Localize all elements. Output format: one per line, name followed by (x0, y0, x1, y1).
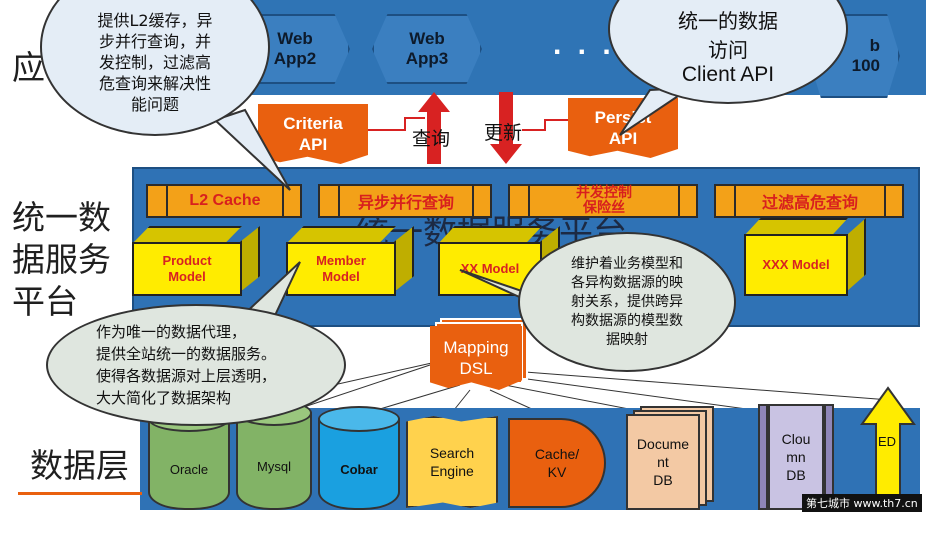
strip-label: 并发控制 保险丝 (576, 185, 632, 216)
watermark: 第七城市 www.th7.cn (802, 494, 922, 512)
datasource-label: Docume nt DB (636, 436, 690, 488)
layer-label-platform-3: 平台 (12, 282, 78, 321)
platform-strip-filter-risky-query: 过滤高危查询 (714, 184, 904, 218)
bubble-line: 构数据源的模型数 (571, 312, 683, 329)
app-label-line1: b (869, 36, 880, 55)
column-db: Clou mn DB (768, 404, 824, 510)
cache-kv-shape: Cache/ KV (508, 418, 606, 508)
search-engine-doc: Search Engine (406, 416, 498, 508)
platform-strip-concurrency-fuse: 并发控制 保险丝 (508, 184, 698, 218)
platform-strip-async-query: 异步并行查询 (318, 184, 492, 218)
app-label-line1: Web (277, 29, 313, 48)
layer-label-platform-2: 据服务 (12, 240, 111, 279)
strip-label: L2 Cache (189, 192, 261, 209)
api-label-line2: API (608, 129, 638, 148)
bubble-line: 维护着业务模型和 (571, 255, 683, 272)
model-label-line2: Model (168, 269, 206, 284)
bubble-line: 大大简化了数据架构 (96, 389, 232, 407)
model-label-line1: Product (162, 253, 212, 268)
strip-label: 过滤高危查询 (761, 193, 858, 212)
bubble-line: 各异构数据源的映 (571, 274, 683, 291)
bubble-line: 提供全站统一的数据服务。 (96, 345, 277, 363)
datasource-label: Mysql (257, 458, 291, 474)
query-arrow (418, 92, 450, 164)
model-label-line2: Model (322, 269, 360, 284)
bubble-line: 能问题 (130, 94, 179, 114)
layer-label-platform-1: 统一数 (12, 198, 111, 237)
model-label-line1: XX Model (460, 261, 520, 276)
api-label-line1: Criteria (283, 114, 343, 133)
member-model-cube: Member Model (286, 226, 414, 296)
bubble-line: 访问 (708, 38, 748, 62)
bubble-line: 提供L2缓存，异 (97, 10, 213, 30)
app-label-line2: App2 (273, 49, 317, 68)
update-label: 更新 (484, 122, 523, 144)
column-db-stack: Clou mn DB (758, 404, 834, 510)
update-arrow (490, 92, 522, 164)
app-label-line1: Web (409, 29, 445, 48)
bubble-line: 射关系，提供跨异 (571, 293, 683, 310)
app-box-webapp3: Web App3 (372, 14, 482, 84)
datasource-label: Oracle (169, 461, 209, 477)
bubble-line: 据映射 (606, 331, 648, 348)
api-label-line2: API (298, 135, 328, 154)
datasource-label: Cache/ KV (534, 446, 580, 480)
model-label-line1: XXX Model (762, 257, 830, 272)
bubble-line: Client API (681, 63, 775, 86)
bubble-bottom-left: 作为唯一的数据代理， 提供全站统一的数据服务。 使得各数据源对上层透明， 大大简… (46, 304, 346, 426)
document-db-stack: Docume nt DB (626, 406, 716, 510)
bubble-line: 统一的数据 (678, 9, 778, 33)
oracle-cylinder: Oracle (148, 406, 230, 510)
xx-model-cube: XX Model (438, 226, 560, 296)
bubble-line: 作为唯一的数据代理， (96, 323, 247, 341)
platform-strip-l2-cache: L2 Cache (146, 184, 302, 218)
bubble-line: 危查询来解决性 (98, 73, 211, 93)
criteria-api: Criteria API (258, 104, 368, 164)
bubble-middle-right: 维护着业务模型和 各异构数据源的映 射关系，提供跨异 构数据源的模型数 据映射 (518, 232, 736, 372)
document-db: Docume nt DB (626, 414, 700, 510)
datasource-label: Clou mn DB (781, 431, 811, 483)
datasource-label: Cobar (340, 461, 378, 477)
product-model-cube: Product Model (132, 226, 260, 296)
data-layer-underline (18, 492, 142, 495)
model-label-line1: Member (316, 253, 366, 268)
mapping-dsl-stack: Mapping DSL (430, 318, 530, 392)
mapping-dsl: Mapping DSL (430, 326, 522, 390)
layer-label-app: 应 (12, 48, 45, 87)
strip-label: 异步并行查询 (357, 193, 454, 212)
cobar-cylinder: Cobar (318, 406, 400, 510)
bubble-line: 使得各数据源对上层透明， (96, 367, 277, 385)
xxx-model-cube: XXX Model (744, 218, 866, 296)
mapping-line2: DSL (459, 359, 493, 378)
app-label-line2: App3 (405, 49, 449, 68)
mapping-line1: Mapping (443, 338, 509, 357)
bubble-line: 发控制，过滤高 (98, 52, 211, 72)
ed-label: ED (878, 434, 897, 449)
query-label: 查询 (412, 128, 451, 150)
datasource-label: Search Engine (429, 445, 475, 479)
bubble-line: 步并行查询，并 (98, 31, 211, 51)
app-label-line2: 100 (851, 56, 880, 75)
layer-label-data: 数据层 (30, 446, 129, 485)
